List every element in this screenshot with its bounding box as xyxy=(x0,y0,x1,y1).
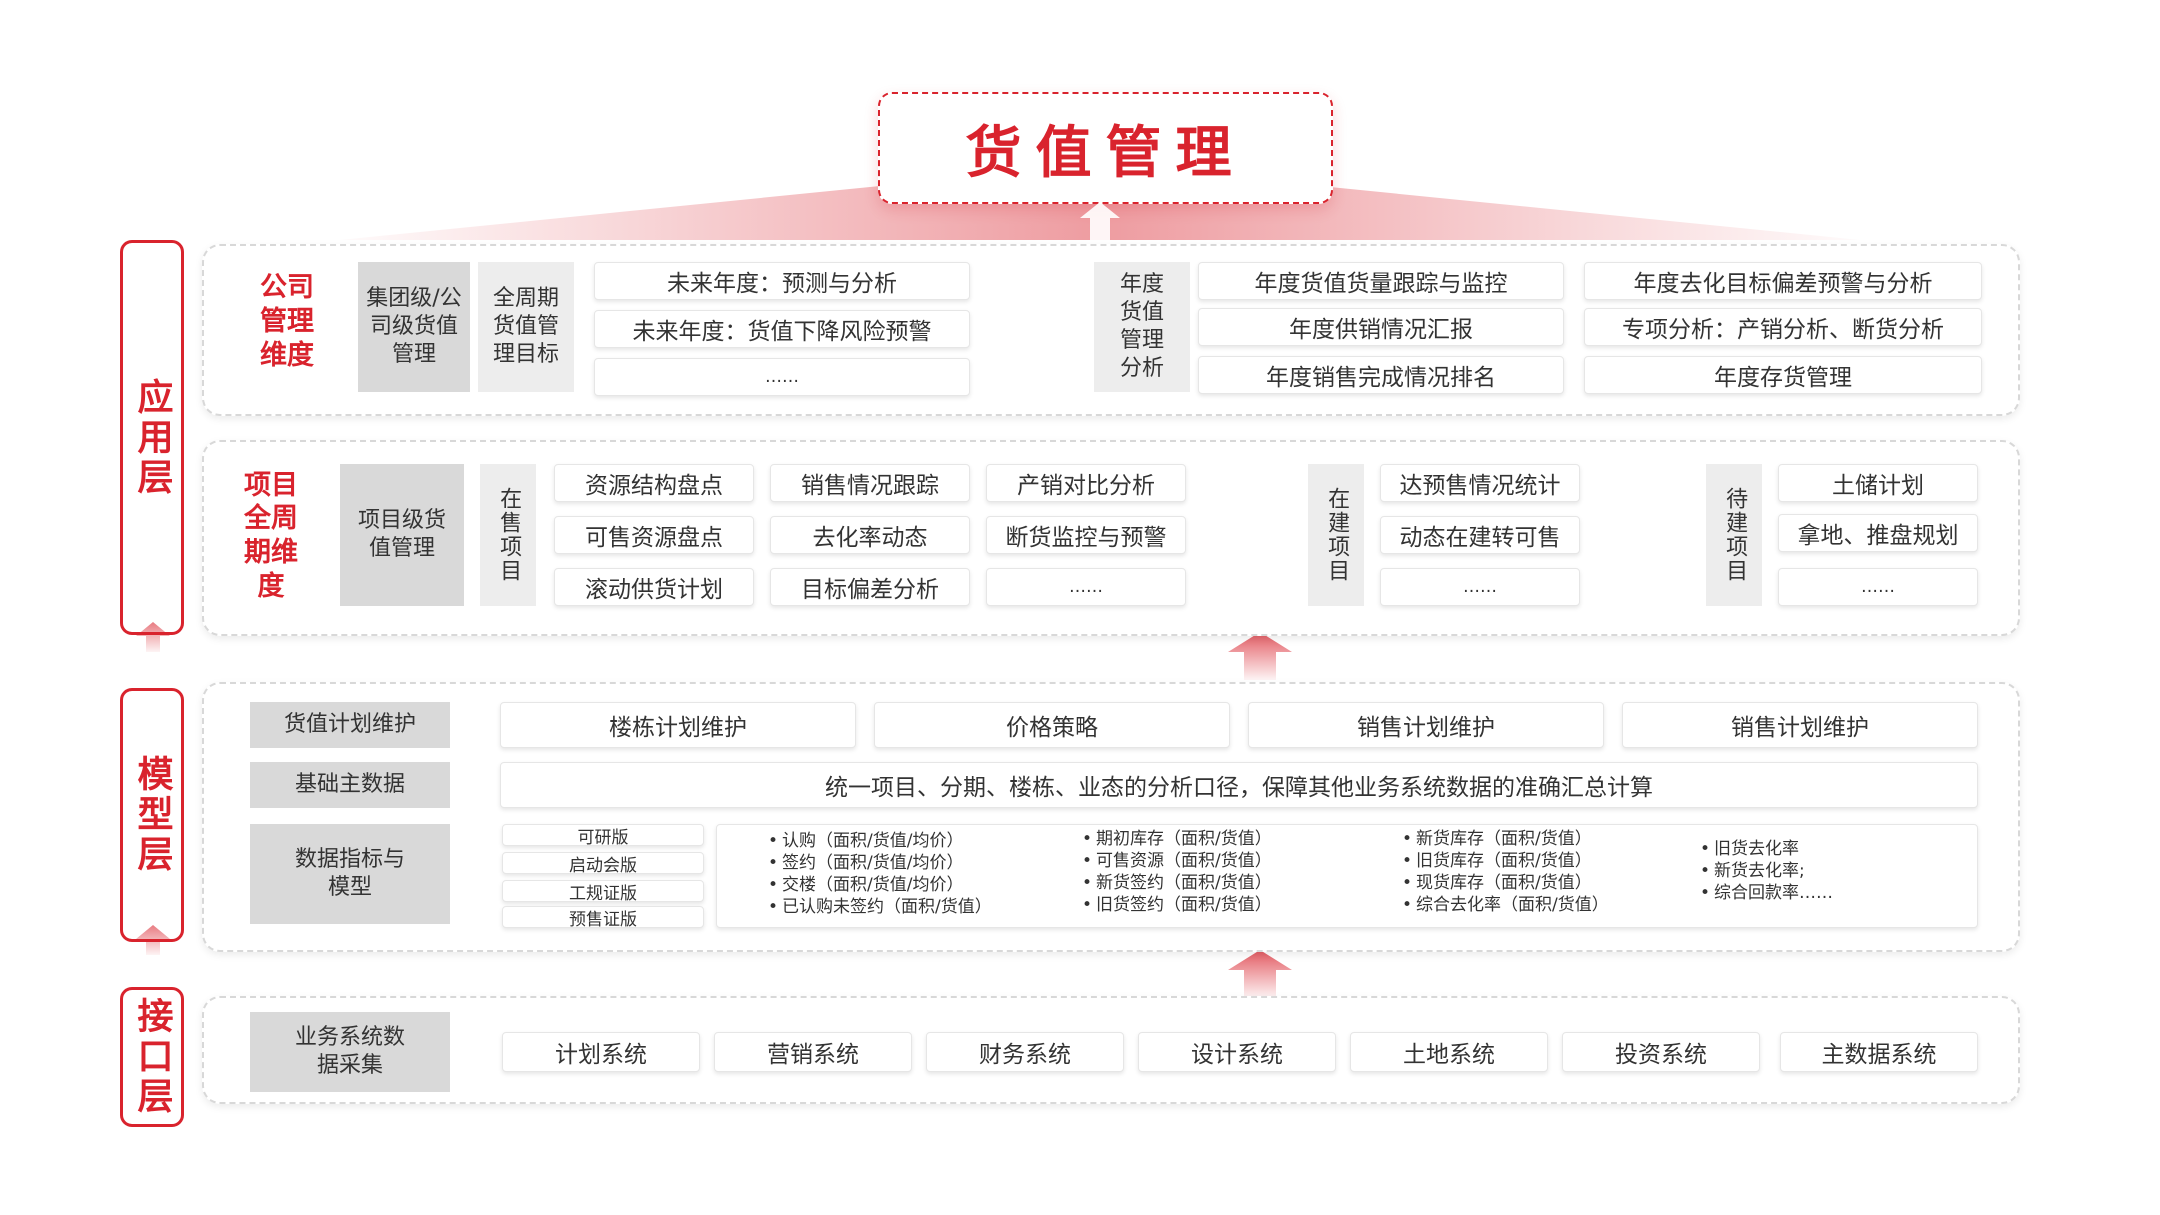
metric-group: 期初库存（面积/货值） 可售资源（面积/货值） 新货签约（面积/货值） 旧货签约… xyxy=(1082,828,1272,916)
target-box: 全周期货值管理目标 xyxy=(478,262,574,392)
plan-item: 价格策略 xyxy=(874,702,1230,748)
on-sale-item: …… xyxy=(986,568,1186,606)
future-item: 未来年度：预测与分析 xyxy=(594,262,970,300)
on-sale-item: 可售资源盘点 xyxy=(554,516,754,554)
annual-analysis-box: 年度货值管理分析 xyxy=(1094,262,1190,392)
system-item: 设计系统 xyxy=(1138,1032,1336,1072)
annual-item: 年度供销情况汇报 xyxy=(1198,308,1564,346)
future-item: 未来年度：货值下降风险预警 xyxy=(594,310,970,348)
up-arrow-icon xyxy=(1228,950,1292,998)
version-item: 可研版 xyxy=(502,824,704,848)
up-arrow-icon xyxy=(136,622,170,652)
under-construction-item: 动态在建转可售 xyxy=(1380,516,1580,554)
metric-group: 旧货去化率 新货去化率; 综合回款率…… xyxy=(1700,838,1833,904)
project-dimension-label: 项目全周期维度 xyxy=(244,469,298,602)
on-sale-label: 在售项目 xyxy=(480,464,536,606)
metrics-model-box: 数据指标与模型 xyxy=(250,824,450,924)
metric-item: 旧货签约（面积/货值） xyxy=(1082,894,1272,916)
page-title: 货值管理 xyxy=(878,92,1333,204)
metric-item: 认购（面积/货值/均价） xyxy=(768,830,992,852)
up-arrow-icon xyxy=(136,925,170,955)
version-item: 工规证版 xyxy=(502,880,704,904)
master-data-description: 统一项目、分期、楼栋、业态的分析口径，保障其他业务系统数据的准确汇总计算 xyxy=(500,762,1978,808)
pending-item: 拿地、推盘规划 xyxy=(1778,514,1978,552)
company-dimension-label: 公司管理维度 xyxy=(260,272,314,371)
on-sale-item: 滚动供货计划 xyxy=(554,568,754,606)
annual-item: 年度去化目标偏差预警与分析 xyxy=(1584,262,1982,300)
on-sale-item: 资源结构盘点 xyxy=(554,464,754,502)
metric-item: 新货去化率; xyxy=(1700,860,1833,882)
metric-group: 认购（面积/货值/均价） 签约（面积/货值/均价） 交楼（面积/货值/均价） 已… xyxy=(768,830,992,918)
on-sale-item: 目标偏差分析 xyxy=(770,568,970,606)
metric-item: 签约（面积/货值/均价） xyxy=(768,852,992,874)
metric-item: 期初库存（面积/货值） xyxy=(1082,828,1272,850)
master-data-box: 基础主数据 xyxy=(250,762,450,808)
under-construction-label: 在建项目 xyxy=(1308,464,1364,606)
future-item: …… xyxy=(594,358,970,396)
under-construction-item: 达预售情况统计 xyxy=(1380,464,1580,502)
plan-item: 销售计划维护 xyxy=(1248,702,1604,748)
system-item: 财务系统 xyxy=(926,1032,1124,1072)
system-item: 主数据系统 xyxy=(1780,1032,1978,1072)
on-sale-item: 断货监控与预警 xyxy=(986,516,1186,554)
plan-item: 楼栋计划维护 xyxy=(500,702,856,748)
plan-maintenance-box: 货值计划维护 xyxy=(250,702,450,748)
annual-item: 专项分析：产销分析、断货分析 xyxy=(1584,308,1982,346)
metric-item: 已认购未签约（面积/货值） xyxy=(768,896,992,918)
business-data-collection-box: 业务系统数据采集 xyxy=(250,1012,450,1092)
metric-item: 新货库存（面积/货值） xyxy=(1402,828,1609,850)
up-arrow-icon xyxy=(1080,202,1120,244)
system-item: 营销系统 xyxy=(714,1032,912,1072)
under-construction-item: …… xyxy=(1380,568,1580,606)
pending-label: 待建项目 xyxy=(1706,464,1762,606)
metric-item: 旧货去化率 xyxy=(1700,838,1833,860)
version-item: 启动会版 xyxy=(502,852,704,876)
layer-label-interface: 接口层 xyxy=(120,987,184,1127)
on-sale-item: 产销对比分析 xyxy=(986,464,1186,502)
system-item: 计划系统 xyxy=(502,1032,700,1072)
group-level-box: 集团级/公司级货值管理 xyxy=(358,262,470,392)
metric-item: 旧货库存（面积/货值） xyxy=(1402,850,1609,872)
metric-item: 综合回款率…… xyxy=(1700,882,1833,904)
pending-item: …… xyxy=(1778,568,1978,606)
on-sale-item: 销售情况跟踪 xyxy=(770,464,970,502)
metric-item: 交楼（面积/货值/均价） xyxy=(768,874,992,896)
version-item: 预售证版 xyxy=(502,906,704,930)
metric-item: 新货签约（面积/货值） xyxy=(1082,872,1272,894)
metric-group: 新货库存（面积/货值） 旧货库存（面积/货值） 现货库存（面积/货值） 综合去化… xyxy=(1402,828,1609,916)
metric-item: 可售资源（面积/货值） xyxy=(1082,850,1272,872)
on-sale-item: 去化率动态 xyxy=(770,516,970,554)
annual-item: 年度存货管理 xyxy=(1584,356,1982,394)
metric-item: 现货库存（面积/货值） xyxy=(1402,872,1609,894)
annual-item: 年度货值货量跟踪与监控 xyxy=(1198,262,1564,300)
metric-item: 综合去化率（面积/货值） xyxy=(1402,894,1609,916)
up-arrow-icon xyxy=(1228,632,1292,680)
system-item: 投资系统 xyxy=(1562,1032,1760,1072)
pending-item: 土储计划 xyxy=(1778,464,1978,502)
system-item: 土地系统 xyxy=(1350,1032,1548,1072)
layer-label-app: 应用层 xyxy=(120,240,184,635)
project-level-box: 项目级货值管理 xyxy=(340,464,464,606)
layer-label-model: 模型层 xyxy=(120,688,184,942)
plan-item: 销售计划维护 xyxy=(1622,702,1978,748)
annual-item: 年度销售完成情况排名 xyxy=(1198,356,1564,394)
